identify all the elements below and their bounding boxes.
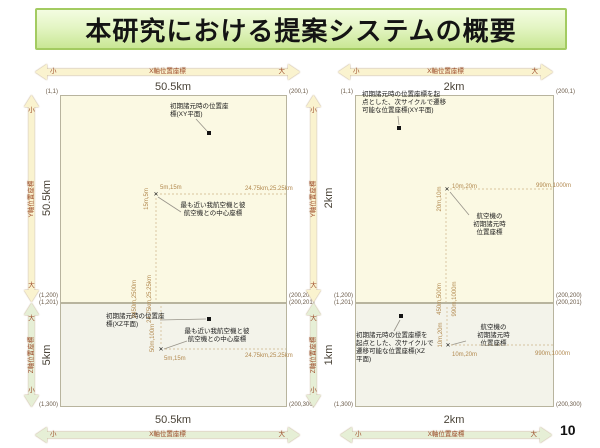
center-coordinate-marker: ✕ [158, 347, 164, 353]
left-xy-center-label: 最も近い我航空機と彼 航空機との中心座標 [180, 202, 246, 218]
axis-min-label: 小 [353, 67, 360, 75]
left-z-length: 5km [41, 344, 53, 366]
grid-coord: (200,300) [289, 402, 315, 408]
axis-min-label: 小 [28, 386, 35, 394]
x-axis-label: X軸位置座標 [149, 67, 186, 75]
axis-max-label: 大 [310, 281, 317, 289]
left-x-length-top: 50.5km [154, 81, 192, 93]
center-coordinate-marker: ✕ [153, 192, 159, 198]
right-xz-plane-panel [355, 303, 554, 407]
axis-max-label: 大 [278, 430, 286, 438]
left-xz-far-x: 24.75km,25.25km [245, 353, 293, 359]
grid-coord: (1,200) [38, 293, 58, 299]
axis-min-label: 小 [355, 430, 362, 438]
right-xz-point-label: 初期諸元時の位置座標を 起点とした、次サイクルで 遷移可能な位置座標(XZ 平面… [356, 332, 434, 364]
center-coordinate-marker: ✕ [445, 343, 451, 349]
right-xy-plane-panel [355, 95, 554, 303]
left-xz-near-x: 5m,15m [164, 356, 186, 362]
left-xy-near-x: 5m,15m [160, 185, 182, 191]
z-axis-label: Z軸位置座標 [27, 336, 35, 374]
right-xz-near-x: 10m,20m [452, 352, 478, 358]
left-x-length-bottom: 50.5km [154, 414, 192, 426]
grid-coord: (1,201) [38, 300, 58, 306]
left-xy-far-x: 24.75km,25.25km [245, 186, 293, 192]
left-x-axis-bottom-arrow: 小 X軸位置座標 大 [35, 427, 300, 443]
left-y-axis-arrow: 小 Y軸位置座標 大 [24, 95, 39, 302]
grid-coord: (200,200) [289, 293, 315, 299]
right-xy-center-label: 航空機の 初期諸元時 位置座標 [473, 213, 506, 237]
grid-coord: (200,201) [556, 300, 582, 306]
grid-coord: (1,1) [340, 89, 353, 95]
left-xz-far-z: 2450m,2500m [132, 279, 138, 319]
left-xy-point-label: 初期諸元時の位置座 標(XY平面) [170, 103, 229, 119]
axis-min-label: 小 [50, 67, 57, 75]
grid-coord: (200,1) [289, 89, 309, 95]
left-x-axis-top-arrow: 小 X軸位置座標 大 [35, 64, 300, 80]
x-axis-label: X軸位置座標 [149, 430, 186, 438]
aircraft-position-marker [207, 131, 211, 135]
right-xz-far-z: 450m,500m [437, 283, 443, 315]
center-coordinate-marker: ✕ [444, 187, 450, 193]
left-y-length: 50.5km [41, 179, 53, 217]
axis-min-label: 小 [28, 107, 35, 114]
aircraft-position-marker [207, 317, 211, 321]
right-x-axis-bottom-arrow: 小 X軸位置座標 大 [340, 427, 552, 443]
y-axis-label: Y軸位置座標 [27, 180, 35, 217]
grid-coord: (200,300) [556, 402, 582, 408]
grid-coord: (1,200) [333, 293, 353, 299]
right-y-axis-arrow: 小 Y軸位置座標 大 [306, 95, 321, 302]
grid-coord: (1,201) [333, 300, 353, 306]
left-xz-point-label: 初期諸元時の位置座 標(XZ平面) [106, 313, 165, 329]
right-xz-center-label: 航空機の 初期諸元時 位置座標 [477, 324, 510, 348]
right-z-axis-arrow: 大 Z軸位置座標 小 [306, 303, 321, 407]
aircraft-position-marker [399, 314, 403, 318]
axis-max-label: 大 [531, 67, 539, 75]
axis-max-label: 大 [310, 315, 317, 322]
z-axis-label: Z軸位置座標 [309, 336, 317, 374]
axis-min-label: 小 [310, 107, 317, 114]
right-x-length-bottom: 2km [443, 414, 465, 426]
left-xy-plane-panel [60, 95, 287, 303]
grid-coord: (200,200) [556, 293, 582, 299]
axis-min-label: 小 [50, 430, 57, 438]
axis-max-label: 大 [28, 315, 35, 322]
right-xz-far-x: 990m,1000m [535, 351, 571, 357]
x-axis-label: X軸位置座標 [427, 430, 465, 438]
right-xy-far-x: 990m,1000m [536, 183, 572, 189]
slide-title: 本研究における提案システムの概要 [35, 8, 567, 50]
aircraft-position-marker [397, 126, 401, 130]
right-x-axis-top-arrow: 小 X軸位置座標 大 [338, 64, 553, 80]
left-xy-near-y: 15m,5m [144, 188, 150, 210]
right-y-length: 2km [323, 187, 335, 209]
right-xz-near-z: 10m,20m [438, 322, 444, 348]
right-xy-far-y: 990m,1000m [452, 281, 458, 317]
left-z-axis-arrow: 大 Z軸位置座標 小 [24, 303, 39, 407]
x-axis-label: X軸位置座標 [427, 67, 464, 75]
right-xy-point-label: 初期諸元時の位置座標を起 点とした、次サイクルで遷移 可能な位置座標(XY平面) [362, 91, 447, 115]
grid-coord: (1,300) [38, 402, 58, 408]
axis-max-label: 大 [28, 281, 35, 289]
page-number: 10 [560, 422, 576, 438]
right-z-length: 1km [323, 344, 335, 366]
left-xz-near-z: 50m,100m [150, 323, 156, 353]
grid-coord: (1,1) [45, 89, 58, 95]
left-xz-center-label: 最も近い我航空機と彼 航空機との中心座標 [184, 328, 250, 344]
right-xy-near-y: 20m,10m [437, 186, 443, 212]
right-x-length-top: 2km [443, 81, 465, 93]
axis-max-label: 大 [530, 430, 538, 438]
axis-min-label: 小 [310, 386, 317, 394]
right-xy-near-x: 10m,20m [452, 184, 478, 190]
grid-coord: (1,300) [333, 402, 353, 408]
axis-max-label: 大 [278, 67, 286, 75]
grid-coord: (200,1) [556, 89, 576, 95]
grid-coord: (200,201) [289, 300, 315, 306]
y-axis-label: Y軸位置座標 [309, 180, 317, 217]
